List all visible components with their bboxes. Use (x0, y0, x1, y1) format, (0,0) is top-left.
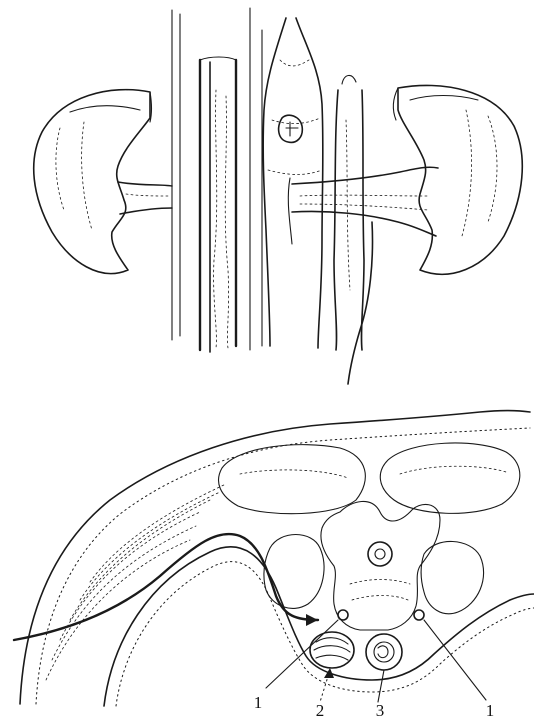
label-2: 2 (316, 701, 325, 720)
leader-labels: 1 2 3 1 (254, 693, 495, 720)
leader-lines (266, 620, 486, 702)
inferior-vena-cava (200, 57, 236, 352)
needle-path (14, 534, 318, 640)
paraspinal-muscles (219, 443, 520, 514)
upper-panel-kidneys (34, 8, 523, 384)
target-points (338, 610, 424, 620)
background-vertical-lines (172, 8, 262, 350)
lower-panel-cross-section: 1 2 3 1 (14, 411, 534, 721)
right-renal-vein (292, 167, 438, 236)
label-1-left: 1 (254, 693, 263, 712)
outer-back-contour (20, 411, 530, 705)
right-kidney (393, 85, 522, 274)
left-kidney (34, 90, 152, 274)
flank-muscle-fibers (46, 484, 226, 680)
label-3: 3 (376, 701, 385, 720)
ureter (348, 222, 373, 384)
great-vessels-section (310, 632, 402, 670)
label-1-right: 1 (486, 701, 495, 720)
lateral-muscles (264, 535, 484, 614)
peritoneum-beaded-line (104, 547, 534, 706)
needle-arrowhead (306, 614, 318, 626)
